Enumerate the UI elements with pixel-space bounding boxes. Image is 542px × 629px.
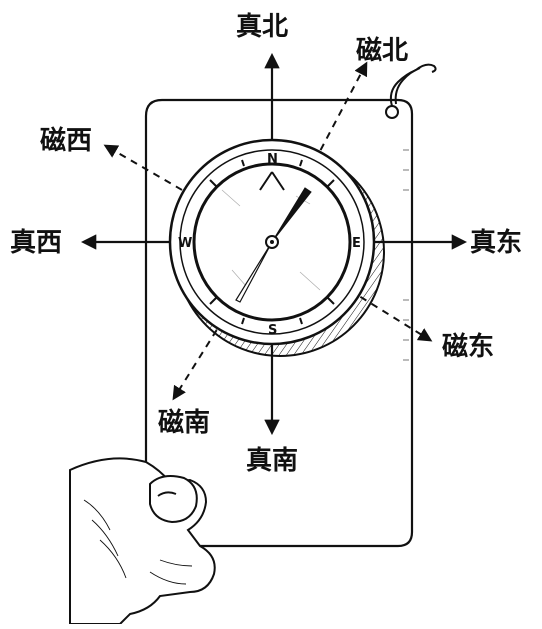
label-magnetic-north: 磁北 bbox=[356, 36, 409, 66]
label-magnetic-east: 磁东 bbox=[442, 332, 495, 362]
label-magnetic-south: 磁南 bbox=[158, 408, 211, 438]
dial-letter-west: W bbox=[178, 236, 192, 251]
dial-letter-east: E bbox=[352, 236, 361, 251]
dial-letter-south: S bbox=[268, 323, 277, 338]
baseplate-scale-marks bbox=[403, 149, 409, 361]
hand-illustration bbox=[69, 457, 216, 625]
lanyard-cord bbox=[385, 63, 437, 119]
compass-needle bbox=[235, 187, 312, 303]
orienting-arrow bbox=[259, 171, 285, 191]
label-true-south: 真南 bbox=[246, 446, 299, 476]
label-true-north: 真北 bbox=[236, 12, 289, 42]
dial-letter-north: N bbox=[267, 152, 278, 167]
label-true-west: 真西 bbox=[10, 228, 63, 258]
bezel-ticks bbox=[209, 159, 335, 325]
label-true-east: 真东 bbox=[470, 228, 523, 258]
label-magnetic-west: 磁西 bbox=[40, 126, 93, 156]
